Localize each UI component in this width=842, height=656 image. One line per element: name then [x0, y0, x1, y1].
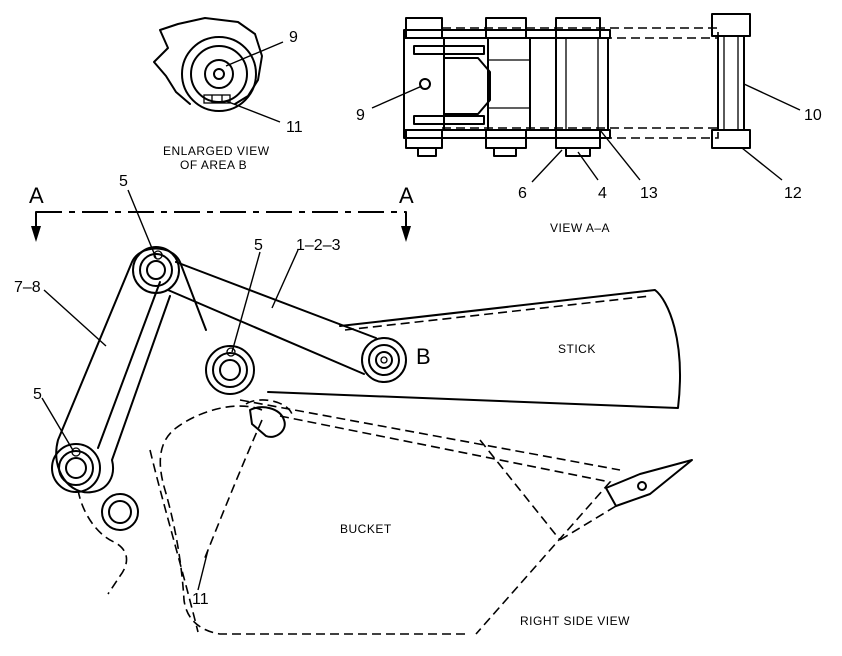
- bucket-lower-curve: [77, 489, 128, 595]
- section-mark-right: A: [399, 183, 414, 208]
- top-washer-callout: 6: [518, 185, 527, 202]
- bucket-tooth-pin: [637, 481, 647, 491]
- bucket-label: BUCKET: [340, 522, 392, 536]
- stick-outline: [267, 289, 681, 409]
- top-right-block: [555, 37, 609, 131]
- area-b-label: B: [416, 344, 431, 369]
- bucket-lip: [279, 415, 612, 635]
- enlarged-view-caption-line2: OF AREA B: [180, 158, 247, 172]
- bucket-tooth-adapter: [559, 505, 617, 541]
- enlarged-lock-tab: [203, 94, 231, 104]
- link-top-pin-callout: 5: [119, 173, 128, 190]
- section-view-caption: VIEW A–A: [550, 221, 610, 235]
- bucket-ear-hidden: [245, 399, 293, 415]
- rod-leader: [271, 249, 299, 309]
- top-pin-head: [419, 78, 431, 90]
- right-side-view: 5 5 5 1–2–3 7–8 11 B STICK BUCKET RIGHT …: [14, 173, 693, 635]
- enlarged-tab-leader: [225, 100, 281, 123]
- bucket-lower-boss-inner: [108, 500, 132, 524]
- enlarged-tab-callout: 11: [286, 119, 303, 136]
- rod-end-pin-area-b: [361, 337, 407, 383]
- enlarged-pin-outer-ring: [181, 36, 257, 112]
- top-end-pin: [717, 35, 745, 131]
- side-link-leader: [43, 289, 107, 347]
- section-line-a-a: A A: [29, 183, 414, 242]
- bucket-inner-rib: [479, 439, 561, 541]
- rod-assembly-callout: 1–2–3: [296, 237, 341, 254]
- side-view-caption: RIGHT SIDE VIEW: [520, 614, 630, 628]
- top-pin-callout: 9: [356, 107, 365, 124]
- link-bottom-pin-leader: [41, 397, 75, 453]
- bucket-tab-callout: 11: [192, 591, 209, 608]
- bucket-tab-leader: [197, 549, 209, 591]
- top-left-bushing-top: [405, 17, 443, 39]
- top-washer-leader: [531, 149, 563, 183]
- enlarged-view-caption-line1: ENLARGED VIEW: [163, 144, 270, 158]
- link-top-pin-leader: [127, 189, 157, 259]
- top-link-web-1: [413, 45, 485, 55]
- top-shim-leader: [599, 129, 641, 181]
- bucket-outline: [159, 405, 470, 635]
- section-mark-left: A: [29, 183, 44, 208]
- top-mid-block: [487, 37, 531, 131]
- top-right-tab: [565, 147, 591, 157]
- top-link-dashed-lower: [441, 127, 719, 139]
- side-link-inner: [97, 281, 161, 449]
- enlarged-view-break-outline: [153, 17, 263, 105]
- top-link-pin-callout: 10: [804, 107, 822, 124]
- top-end-pin-callout: 12: [784, 185, 802, 202]
- section-arrow-left-head: [31, 226, 41, 242]
- bucket-lower-boss: [101, 493, 139, 531]
- link-mid-pin-leader: [231, 251, 261, 353]
- link-mid-pin: [205, 345, 255, 395]
- top-end-pin-leader: [743, 83, 801, 111]
- stick-label: STICK: [558, 342, 596, 356]
- bucket-tooth: [605, 459, 693, 507]
- link-bottom-pin-callout: 5: [33, 386, 42, 403]
- enlarged-pin-leader: [225, 41, 284, 67]
- enlarged-pin-head: [204, 59, 234, 89]
- bucket-ear: [249, 406, 286, 438]
- bucket-back-edge: [149, 449, 199, 633]
- side-link-outline: [55, 247, 207, 494]
- enlarged-pin-washer: [190, 45, 248, 103]
- top-pin-leader: [371, 85, 423, 109]
- top-shim-callout: 13: [640, 185, 658, 202]
- top-bearing-leader: [577, 151, 599, 181]
- enlarged-pin-callout: 9: [289, 29, 298, 46]
- section-view-a-a: 9 10 12 6 4 13 VIEW A–A: [356, 13, 822, 235]
- top-link-dashed-upper: [441, 27, 719, 39]
- top-bearing-callout: 4: [598, 185, 607, 202]
- stick-hidden-edge: [344, 295, 651, 331]
- top-link-plate-top: [403, 29, 611, 39]
- top-link-plate-bottom: [403, 129, 611, 139]
- bucket-inner-brace: [203, 419, 263, 561]
- rod-outline: [167, 261, 377, 375]
- section-arrow-right-head: [401, 226, 411, 242]
- enlarged-pin-hole: [213, 68, 225, 80]
- top-link-web-2: [413, 115, 485, 125]
- top-link-body: [443, 57, 491, 115]
- link-mid-pin-callout: 5: [254, 237, 263, 254]
- bucket-top-edge: [239, 399, 621, 471]
- link-bottom-pin: [51, 443, 101, 493]
- link-top-pin: [132, 246, 180, 294]
- top-end-cap-leader: [741, 147, 783, 181]
- top-left-tab: [417, 147, 437, 157]
- side-link-callout: 7–8: [14, 279, 41, 296]
- top-mid-tab: [493, 147, 517, 157]
- enlarged-view-area-b: 9 11 ENLARGED VIEW OF AREA B: [153, 17, 303, 172]
